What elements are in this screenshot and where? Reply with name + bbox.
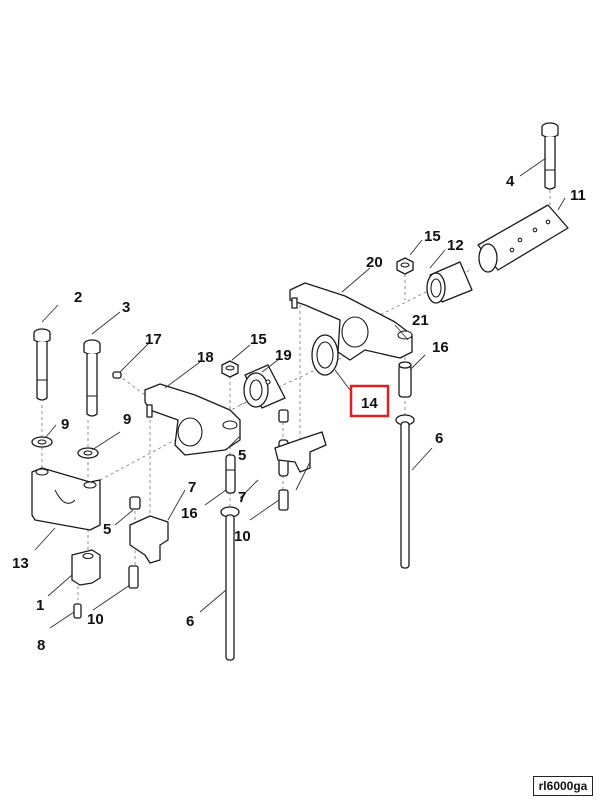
nut-left: [221, 360, 239, 378]
bolt-left: [33, 328, 51, 401]
callout-6-right: 6: [435, 430, 443, 447]
callout-12: 12: [447, 237, 464, 254]
callout-19: 19: [275, 347, 292, 364]
callout-7-right: 7: [238, 489, 246, 506]
rocker-arm-left: [144, 383, 241, 456]
callout-9-left: 9: [61, 416, 69, 433]
nut-right: [396, 257, 414, 275]
callout-17: 17: [145, 331, 162, 348]
callout-16-left: 16: [181, 505, 198, 522]
bolt-second: [83, 339, 101, 417]
callout-5-left: 5: [103, 521, 111, 538]
callout-10-left: 10: [87, 611, 104, 628]
support-base: [71, 549, 101, 586]
callout-20: 20: [366, 254, 383, 271]
lifter-right: [398, 361, 412, 398]
callout-16-right: 16: [432, 339, 449, 356]
shaft-bolt: [541, 122, 559, 190]
callout-13: 13: [12, 555, 29, 572]
spacer-ring: [311, 334, 339, 376]
push-rod-right: [395, 414, 415, 569]
rocker-shaft: [477, 204, 569, 273]
washer-right: [77, 447, 99, 459]
callout-21: 21: [412, 312, 429, 329]
callout-labels: 2 3 4 11 15 12 20 17 15 18 19 21 16 14 9…: [12, 173, 586, 654]
callout-6-left: 6: [186, 613, 194, 630]
callout-1: 1: [36, 597, 44, 614]
callout-15-top: 15: [424, 228, 441, 245]
highlight-box: [349, 384, 390, 418]
rocker-arm-right: [289, 282, 413, 361]
bushing-19: [243, 364, 286, 409]
callout-3: 3: [122, 299, 130, 316]
callout-14: 14: [361, 395, 378, 412]
adjusting-screw-left: [225, 454, 236, 494]
callout-10-right: 10: [234, 528, 251, 545]
bridge-pin-right: [278, 489, 289, 511]
leader-lines: [34, 157, 566, 629]
callout-4: 4: [506, 173, 515, 190]
callout-15-left: 15: [250, 331, 267, 348]
rocker-support: [31, 467, 101, 531]
callout-18: 18: [197, 349, 214, 366]
valve-bridge-left: [129, 496, 169, 564]
valve-bridge-right: [274, 409, 327, 473]
dowel-pin: [73, 603, 82, 619]
drawing-reference-code: rl6000ga: [533, 776, 593, 796]
callout-11: 11: [570, 187, 586, 204]
callout-7-left: 7: [188, 479, 196, 496]
callout-2: 2: [74, 289, 82, 306]
assembly-center-lines: [41, 190, 551, 600]
washer-left: [31, 436, 53, 448]
callout-5-right: 5: [238, 447, 246, 464]
bushing-12: [426, 261, 473, 304]
push-rod-left: [225, 514, 235, 661]
bridge-pin-left: [128, 565, 139, 589]
callout-8: 8: [37, 637, 45, 654]
callout-9-right: 9: [123, 411, 131, 428]
small-screw: [112, 371, 122, 379]
